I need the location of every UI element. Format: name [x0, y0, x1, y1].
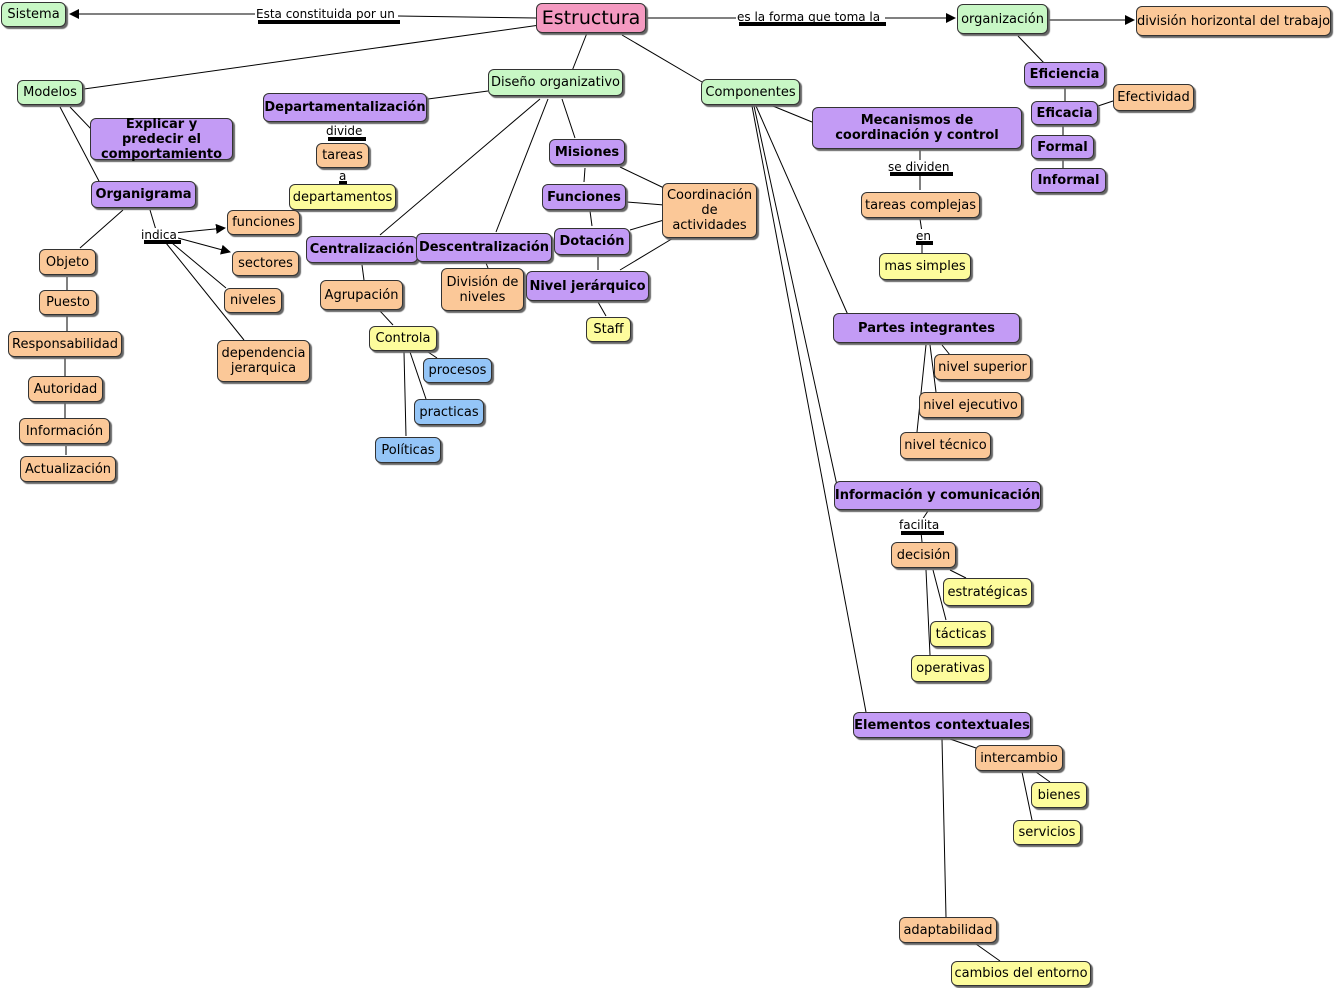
node-niveles[interactable]: niveles — [224, 288, 282, 313]
node-eficiencia[interactable]: Eficiencia — [1024, 62, 1105, 87]
node-mas-simples[interactable]: mas simples — [879, 253, 971, 280]
node-practicas[interactable]: practicas — [414, 399, 484, 425]
node-explicar[interactable]: Explicar y predecir el comportamiento — [90, 116, 233, 162]
node-servicios[interactable]: servicios — [1013, 820, 1081, 845]
node-funciones-o[interactable]: funciones — [227, 210, 300, 235]
link-underline — [339, 181, 347, 185]
node-sectores[interactable]: sectores — [232, 251, 299, 276]
node-staff[interactable]: Staff — [586, 317, 631, 342]
node-actualizacion[interactable]: Actualización — [20, 456, 116, 482]
link-label-constituida: Esta constituida por un — [255, 7, 396, 21]
node-tacticas[interactable]: tácticas — [930, 621, 992, 647]
node-division-niveles-text: División de niveles — [446, 274, 519, 305]
node-responsabilidad[interactable]: Responsabilidad — [8, 331, 122, 357]
link-underline — [890, 172, 953, 176]
node-diseno[interactable]: Diseño organizativo — [488, 69, 623, 96]
node-misiones[interactable]: Misiones — [549, 139, 625, 165]
node-objeto[interactable]: Objeto — [39, 249, 96, 275]
node-politicas[interactable]: Políticas — [375, 437, 441, 463]
link-underline — [739, 22, 886, 26]
node-nivel-superior[interactable]: nivel superior — [934, 354, 1031, 380]
link-label-en: en — [915, 229, 932, 243]
node-agrupacion[interactable]: Agrupación — [320, 280, 403, 310]
node-procesos[interactable]: procesos — [423, 358, 492, 383]
node-elementos[interactable]: Elementos contextuales — [853, 712, 1031, 738]
node-estructura[interactable]: Estructura — [536, 3, 646, 33]
node-componentes[interactable]: Componentes — [701, 79, 800, 105]
node-decision[interactable]: decisión — [891, 542, 956, 568]
node-centralizacion[interactable]: Centralización — [306, 236, 418, 263]
link-underline — [901, 531, 944, 535]
node-estrategicas[interactable]: estratégicas — [943, 578, 1032, 606]
node-cambios[interactable]: cambios del entorno — [951, 961, 1091, 986]
node-modelos[interactable]: Modelos — [17, 80, 83, 105]
node-departamentalizacion[interactable]: Departamentalización — [263, 93, 427, 122]
node-organizacion[interactable]: organización — [957, 4, 1048, 34]
node-informacion[interactable]: Información — [19, 418, 110, 444]
node-departamentos[interactable]: departamentos — [289, 184, 396, 210]
node-tareas-complejas[interactable]: tareas complejas — [861, 192, 980, 218]
node-mecanismos-text: Mecanismos de coordinación y control — [835, 113, 999, 143]
node-adaptabilidad[interactable]: adaptabilidad — [899, 917, 997, 943]
link-label-divide: divide — [325, 124, 364, 138]
node-sistema[interactable]: Sistema — [1, 2, 66, 27]
link-underline — [258, 20, 400, 24]
node-efectividad[interactable]: Efectividad — [1113, 84, 1194, 111]
node-descentralizacion[interactable]: Descentralización — [416, 233, 552, 262]
node-dependencia[interactable]: dependencia jerarquica — [217, 340, 310, 382]
node-nivel-tecnico[interactable]: nivel técnico — [900, 432, 991, 459]
node-dotacion[interactable]: Dotación — [554, 228, 630, 255]
node-bienes[interactable]: bienes — [1031, 782, 1087, 808]
node-nivel-jerarquico[interactable]: Nivel jerárquico — [526, 271, 649, 301]
node-formal[interactable]: Formal — [1031, 135, 1094, 159]
link-label-a: a — [338, 169, 348, 183]
node-division-horizontal[interactable]: división horizontal del trabajo — [1136, 6, 1331, 36]
node-nivel-ejecutivo[interactable]: nivel ejecutivo — [919, 392, 1022, 418]
node-partes[interactable]: Partes integrantes — [833, 313, 1020, 343]
link-underline — [328, 137, 366, 141]
link-label-forma: es la forma que toma la — [736, 10, 882, 24]
link-underline — [144, 240, 181, 244]
link-label-facilita: facilita — [898, 518, 941, 532]
node-informal[interactable]: Informal — [1031, 168, 1106, 193]
node-mecanismos[interactable]: Mecanismos de coordinación y control — [812, 107, 1022, 149]
link-label-indica: indica — [140, 228, 178, 242]
node-info-com[interactable]: Información y comunicación — [834, 481, 1041, 510]
node-tareas[interactable]: tareas — [316, 143, 369, 168]
node-coordinacion[interactable]: Coordinación de actividades — [662, 183, 757, 238]
node-operativas[interactable]: operativas — [911, 655, 990, 682]
link-underline — [916, 241, 933, 245]
node-puesto[interactable]: Puesto — [39, 290, 97, 315]
node-explicar-text: Explicar y predecir el comportamiento — [100, 116, 223, 162]
node-eficacia[interactable]: Eficacia — [1031, 101, 1098, 125]
node-dependencia-text: dependencia jerarquica — [221, 346, 306, 376]
node-organigrama[interactable]: Organigrama — [91, 181, 196, 208]
node-autoridad[interactable]: Autoridad — [28, 376, 103, 402]
node-controla[interactable]: Controla — [369, 326, 437, 351]
node-funciones-p[interactable]: Funciones — [542, 184, 626, 210]
node-division-niveles[interactable]: División de niveles — [441, 268, 524, 311]
node-coordinacion-text: Coordinación de actividades — [666, 188, 753, 233]
link-label-se-dividen: se dividen — [887, 160, 951, 174]
node-intercambio[interactable]: intercambio — [975, 745, 1063, 771]
